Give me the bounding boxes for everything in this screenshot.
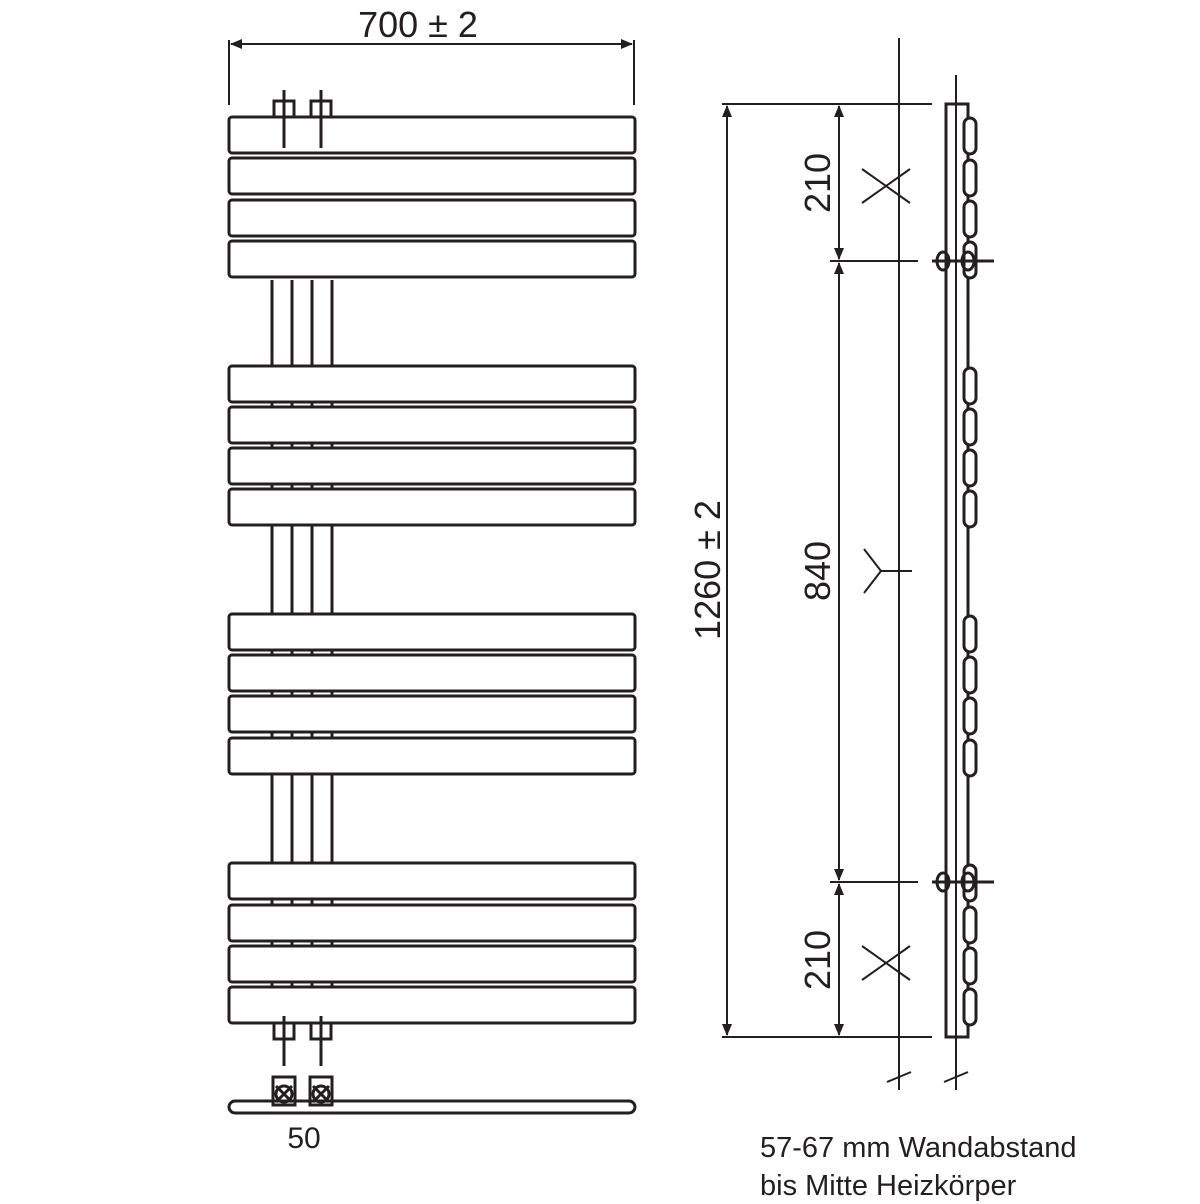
- width-dimension-label: 700 ± 2: [358, 4, 478, 45]
- axis-break-mark-left: [886, 1062, 912, 1090]
- height-dimension-label: 1260 ± 2: [687, 500, 728, 640]
- panel-group-1: [227, 115, 637, 279]
- connection-distance-label: 50: [287, 1122, 320, 1155]
- top-connection-caps: [272, 90, 333, 148]
- middle-segment-label: 840: [797, 541, 838, 601]
- bottom-segment-label: 210: [797, 930, 838, 990]
- y-symbol: [863, 548, 912, 594]
- panel-group-4: [227, 861, 637, 1025]
- axis-break-mark-right: [943, 1062, 969, 1090]
- upper-wall-bracket: [932, 250, 994, 272]
- panel-group-3: [227, 612, 637, 776]
- panel-group-2: [227, 364, 637, 527]
- x-symbol-bottom: [861, 945, 911, 981]
- wall-distance-note-line2: bis Mitte Heizkörper: [760, 1170, 1017, 1202]
- front-view: 700 ± 2: [227, 4, 637, 1155]
- radiator-side-profile: [944, 75, 978, 1062]
- side-view: 1260 ± 2 210 840 210: [687, 38, 994, 1090]
- bottom-plan-view: [227, 1075, 637, 1115]
- wall-distance-note-line1: 57-67 mm Wandabstand: [760, 1132, 1077, 1164]
- bottom-connection-caps: [272, 1016, 333, 1066]
- lower-wall-bracket: [932, 871, 994, 893]
- top-segment-label: 210: [797, 153, 838, 213]
- x-symbol-top: [861, 168, 911, 204]
